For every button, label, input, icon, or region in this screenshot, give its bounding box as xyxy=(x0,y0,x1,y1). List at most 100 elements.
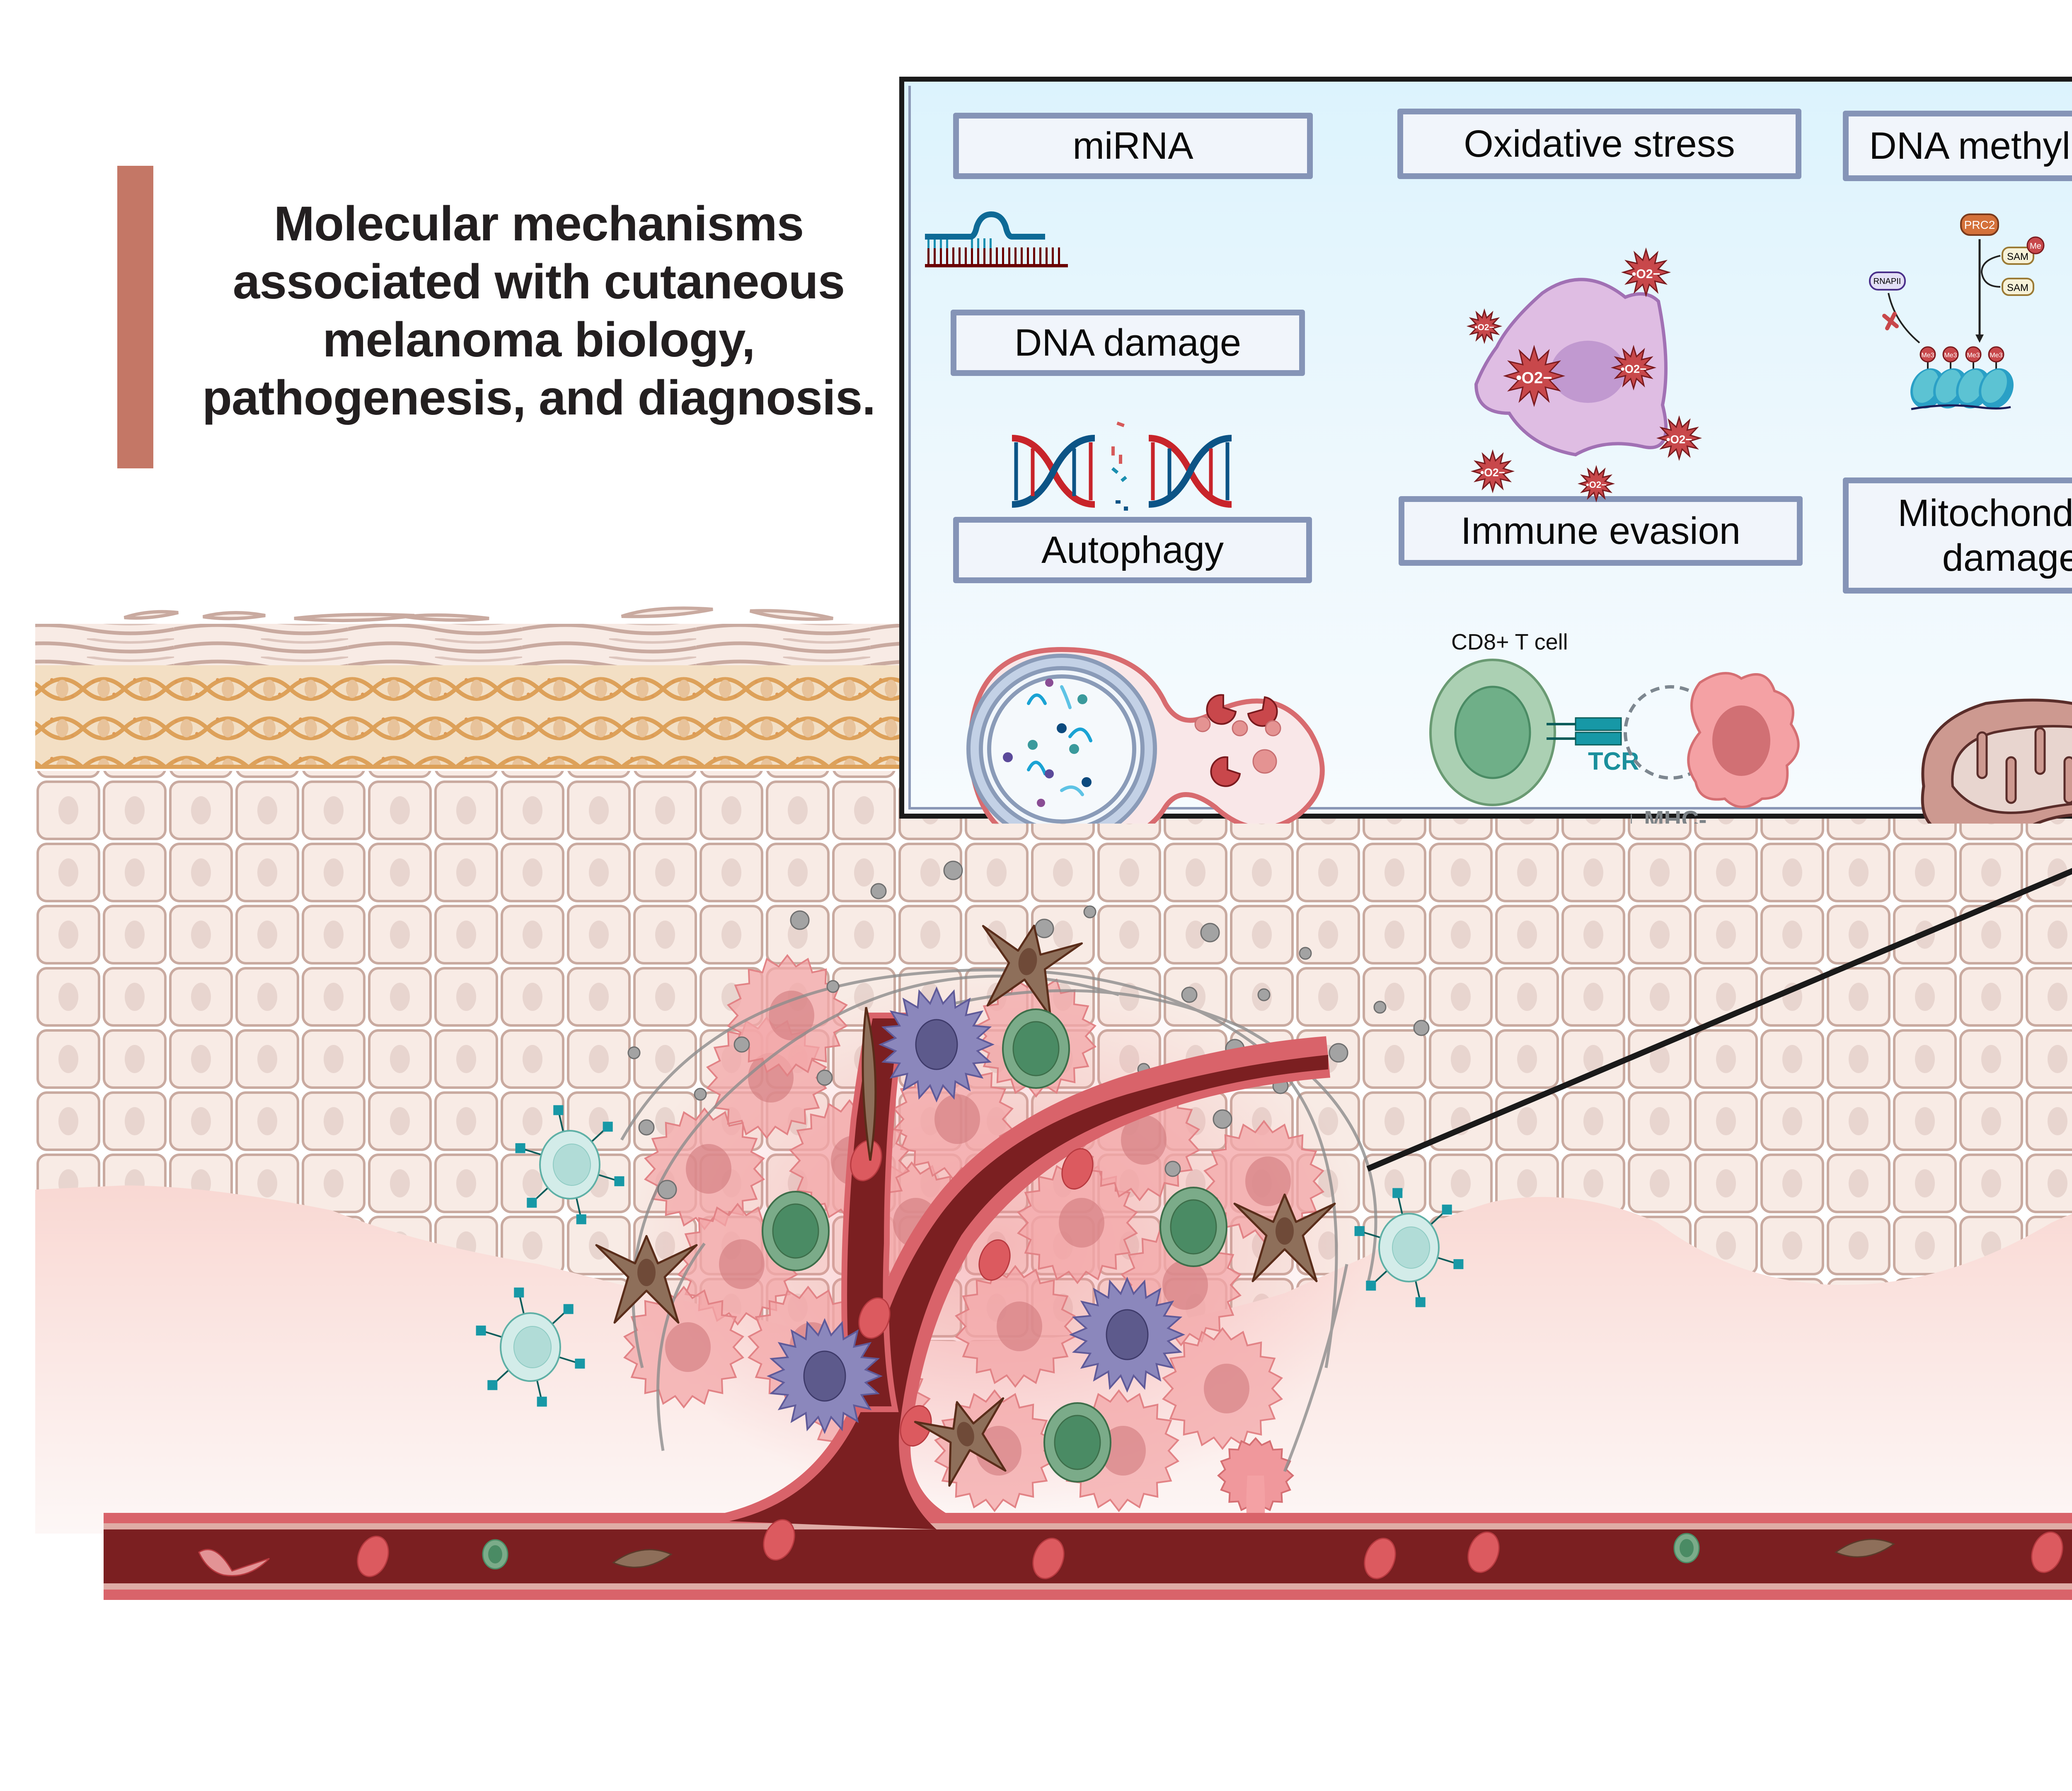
blocked-x-icon xyxy=(1882,312,1899,330)
circulating-melanocyte xyxy=(1834,1539,1895,1558)
melanin-granule xyxy=(790,910,810,930)
t-cell xyxy=(476,1287,585,1407)
zoom-connector-line xyxy=(1366,868,2072,1172)
rnapii-label: RNAPII xyxy=(1874,277,1901,286)
tcr-label: TCR xyxy=(1588,747,1639,775)
dna-strand xyxy=(1911,404,2011,410)
me3-mark-icon xyxy=(1942,346,1959,363)
superoxide-label: •O2− xyxy=(1516,369,1552,387)
melanoma-nucleus xyxy=(1204,1364,1249,1413)
superoxide-radical-icon xyxy=(1466,308,1503,344)
mirna-target-base xyxy=(959,247,961,265)
tcr-receptor-icon xyxy=(1415,1297,1426,1307)
me3-label: Me3 xyxy=(1944,352,1957,359)
tcr-receptor-icon xyxy=(575,1358,585,1369)
melanoma-nucleus xyxy=(686,1144,731,1194)
superoxide-label: •O2− xyxy=(1666,433,1692,446)
tcr-receptor-icon xyxy=(1547,717,1622,746)
melanin-granule xyxy=(1329,1043,1348,1063)
cell-with-superoxide-icon: •O2−•O2−•O2−•O2−•O2−•O2−•O2− xyxy=(1466,247,1702,503)
mirna-target-base xyxy=(934,247,936,265)
mirna-target-base xyxy=(1008,247,1010,265)
melanin-granule xyxy=(1299,947,1312,960)
red-blood-cell xyxy=(1364,1538,1396,1579)
sam-label-2: SAM xyxy=(2007,282,2028,293)
mirna-base xyxy=(934,238,936,248)
melanin-granule xyxy=(1213,1109,1232,1129)
t-cell xyxy=(515,1105,625,1224)
panel-inner-frame xyxy=(908,86,2072,809)
red-blood-cell xyxy=(858,1297,891,1339)
tcr-receptor-icon xyxy=(614,1176,625,1186)
title-line-1: Molecular mechanisms xyxy=(274,196,804,251)
t-cells xyxy=(476,1105,1464,1407)
me3-mark-icon xyxy=(1965,346,1982,363)
red-blood-cells xyxy=(198,1140,2063,1579)
melanin-granule xyxy=(733,1036,750,1053)
superoxide-label: •O2− xyxy=(1474,323,1494,332)
tcr-receptor-icon xyxy=(514,1287,524,1298)
nucleosome-face xyxy=(1981,370,2007,403)
mirna-target-base xyxy=(940,247,942,265)
melanoma-nucleus xyxy=(665,1322,711,1372)
label-dna-methylation-text: DNA methylation xyxy=(1869,125,2072,167)
mirna-base xyxy=(977,238,979,248)
melanoma-nucleus xyxy=(976,1426,1021,1476)
mirna-target-base xyxy=(946,247,948,265)
damaged-mitochondrion-icon xyxy=(1921,698,2072,824)
dendritic-nucleus xyxy=(803,1350,846,1402)
circulating-melanocyte xyxy=(612,1549,673,1568)
melanin-granule xyxy=(826,980,840,993)
tcr-receptor-icon xyxy=(1392,1188,1403,1198)
melanin-granule xyxy=(1373,1001,1387,1014)
label-mitochondrial-damage-text: Mitochondrial damage xyxy=(1898,491,2072,580)
t-cell-nucleus xyxy=(513,1326,552,1368)
label-mitochondrial-damage: Mitochondrial damage xyxy=(1843,477,2072,594)
label-mito-line-2: damage xyxy=(1942,537,2072,579)
melanoma-nucleus xyxy=(1059,1198,1104,1248)
mirna-target-base xyxy=(1021,247,1023,265)
superoxide-radical-icon xyxy=(1621,247,1671,298)
label-autophagy-text: Autophagy xyxy=(1041,529,1224,571)
superoxide-radical-icon xyxy=(1656,415,1702,461)
tcr-receptor-icon xyxy=(487,1380,498,1390)
superoxide-label: •O2− xyxy=(1480,466,1505,479)
melanin-granule xyxy=(816,1069,833,1086)
prc2-label: PRC2 xyxy=(1964,218,1995,231)
circulating-tumor-cell xyxy=(198,1549,270,1577)
dendritic-nucleus xyxy=(915,1019,958,1070)
mirna-target-base xyxy=(990,247,992,265)
me3-mark-icon xyxy=(1988,346,2004,363)
red-blood-cell xyxy=(1467,1532,1500,1573)
t-cell-nucleus xyxy=(1392,1226,1430,1269)
tcr-receptor-icon xyxy=(1442,1205,1452,1215)
mirna-base xyxy=(927,238,929,248)
mirna-target-base xyxy=(952,247,954,265)
red-blood-cell xyxy=(1032,1538,1065,1579)
mirna-target-base xyxy=(1033,247,1035,265)
lymphocytes xyxy=(762,1008,1227,1483)
tcr-receptor-icon xyxy=(576,1214,586,1224)
label-autophagy: Autophagy xyxy=(953,517,1312,583)
melanocyte-nucleus xyxy=(1276,1217,1294,1245)
nucleosome-face xyxy=(1958,370,1984,403)
mirna-target-base xyxy=(1002,247,1004,265)
melanoma-nucleus xyxy=(1100,1426,1146,1476)
melanoma-nucleus xyxy=(934,1094,980,1144)
label-dna-damage-text: DNA damage xyxy=(1014,322,1242,364)
title-line-4: pathogenesis, and diagnosis. xyxy=(202,371,876,425)
melanoma-nucleus xyxy=(1162,1260,1208,1310)
corneum-flakes xyxy=(123,606,833,623)
label-mito-line-1: Mitochondrial xyxy=(1898,492,2072,534)
melanocytes xyxy=(595,924,1336,1487)
dendritic-cells xyxy=(766,986,1186,1435)
tcr-receptor-icon xyxy=(515,1143,525,1154)
label-immune-evasion-text: Immune evasion xyxy=(1461,510,1740,552)
superoxide-radical-icon xyxy=(1610,344,1657,391)
tcr-receptor-icon xyxy=(553,1105,564,1115)
nucleosome-face xyxy=(1913,370,1939,403)
lymphocyte-nucleus xyxy=(1012,1021,1060,1076)
melanoma-nucleus xyxy=(1245,1156,1291,1206)
melanin-granule xyxy=(1257,988,1271,1001)
